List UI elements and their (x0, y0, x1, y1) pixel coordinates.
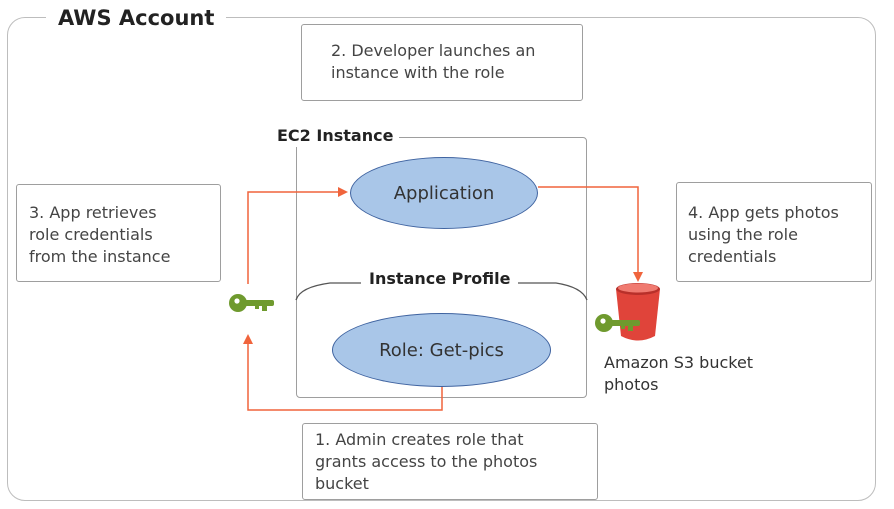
note-step-4: 4. App gets photos using the role creden… (676, 182, 872, 282)
arrow-application-to-bucket (538, 186, 643, 282)
arrow-key-to-application (247, 187, 348, 284)
note-step-1: 1. Admin creates role that grants access… (302, 423, 598, 500)
aws-account-title: AWS Account (46, 4, 227, 32)
s3-bucket-label-line: photos (604, 375, 659, 394)
note-step-2-line: instance with the role (331, 63, 505, 82)
ec2-instance-title: EC2 Instance (271, 125, 400, 147)
note-step-3-line: from the instance (29, 247, 171, 266)
note-step-1-line: grants access to the photos (315, 452, 538, 471)
note-step-2: 2. Developer launches an instance with t… (301, 24, 583, 101)
note-step-1-line: bucket (315, 474, 369, 493)
s3-bucket-label-line: Amazon S3 bucket (604, 353, 754, 372)
note-step-4-line: using the role (688, 225, 798, 244)
note-step-3: 3. App retrieves role credentials from t… (16, 184, 221, 282)
application-label: Application (393, 182, 495, 204)
note-step-4-line: 4. App gets photos (688, 203, 839, 222)
note-step-1-line: 1. Admin creates role that (315, 430, 524, 449)
note-step-3-line: 3. App retrieves (29, 203, 157, 222)
s3-bucket-label: Amazon S3 bucket photos (604, 352, 753, 396)
instance-profile-title: Instance Profile (361, 268, 519, 290)
application-node: Application (350, 157, 538, 229)
aws-account-group (7, 17, 876, 501)
role-node: Role: Get-pics (332, 313, 551, 387)
note-step-2-line: 2. Developer launches an (331, 41, 536, 60)
note-step-3-line: role credentials (29, 225, 153, 244)
arrow-role-to-key (243, 334, 443, 411)
role-label: Role: Get-pics (379, 339, 504, 361)
note-step-4-line: credentials (688, 247, 777, 266)
